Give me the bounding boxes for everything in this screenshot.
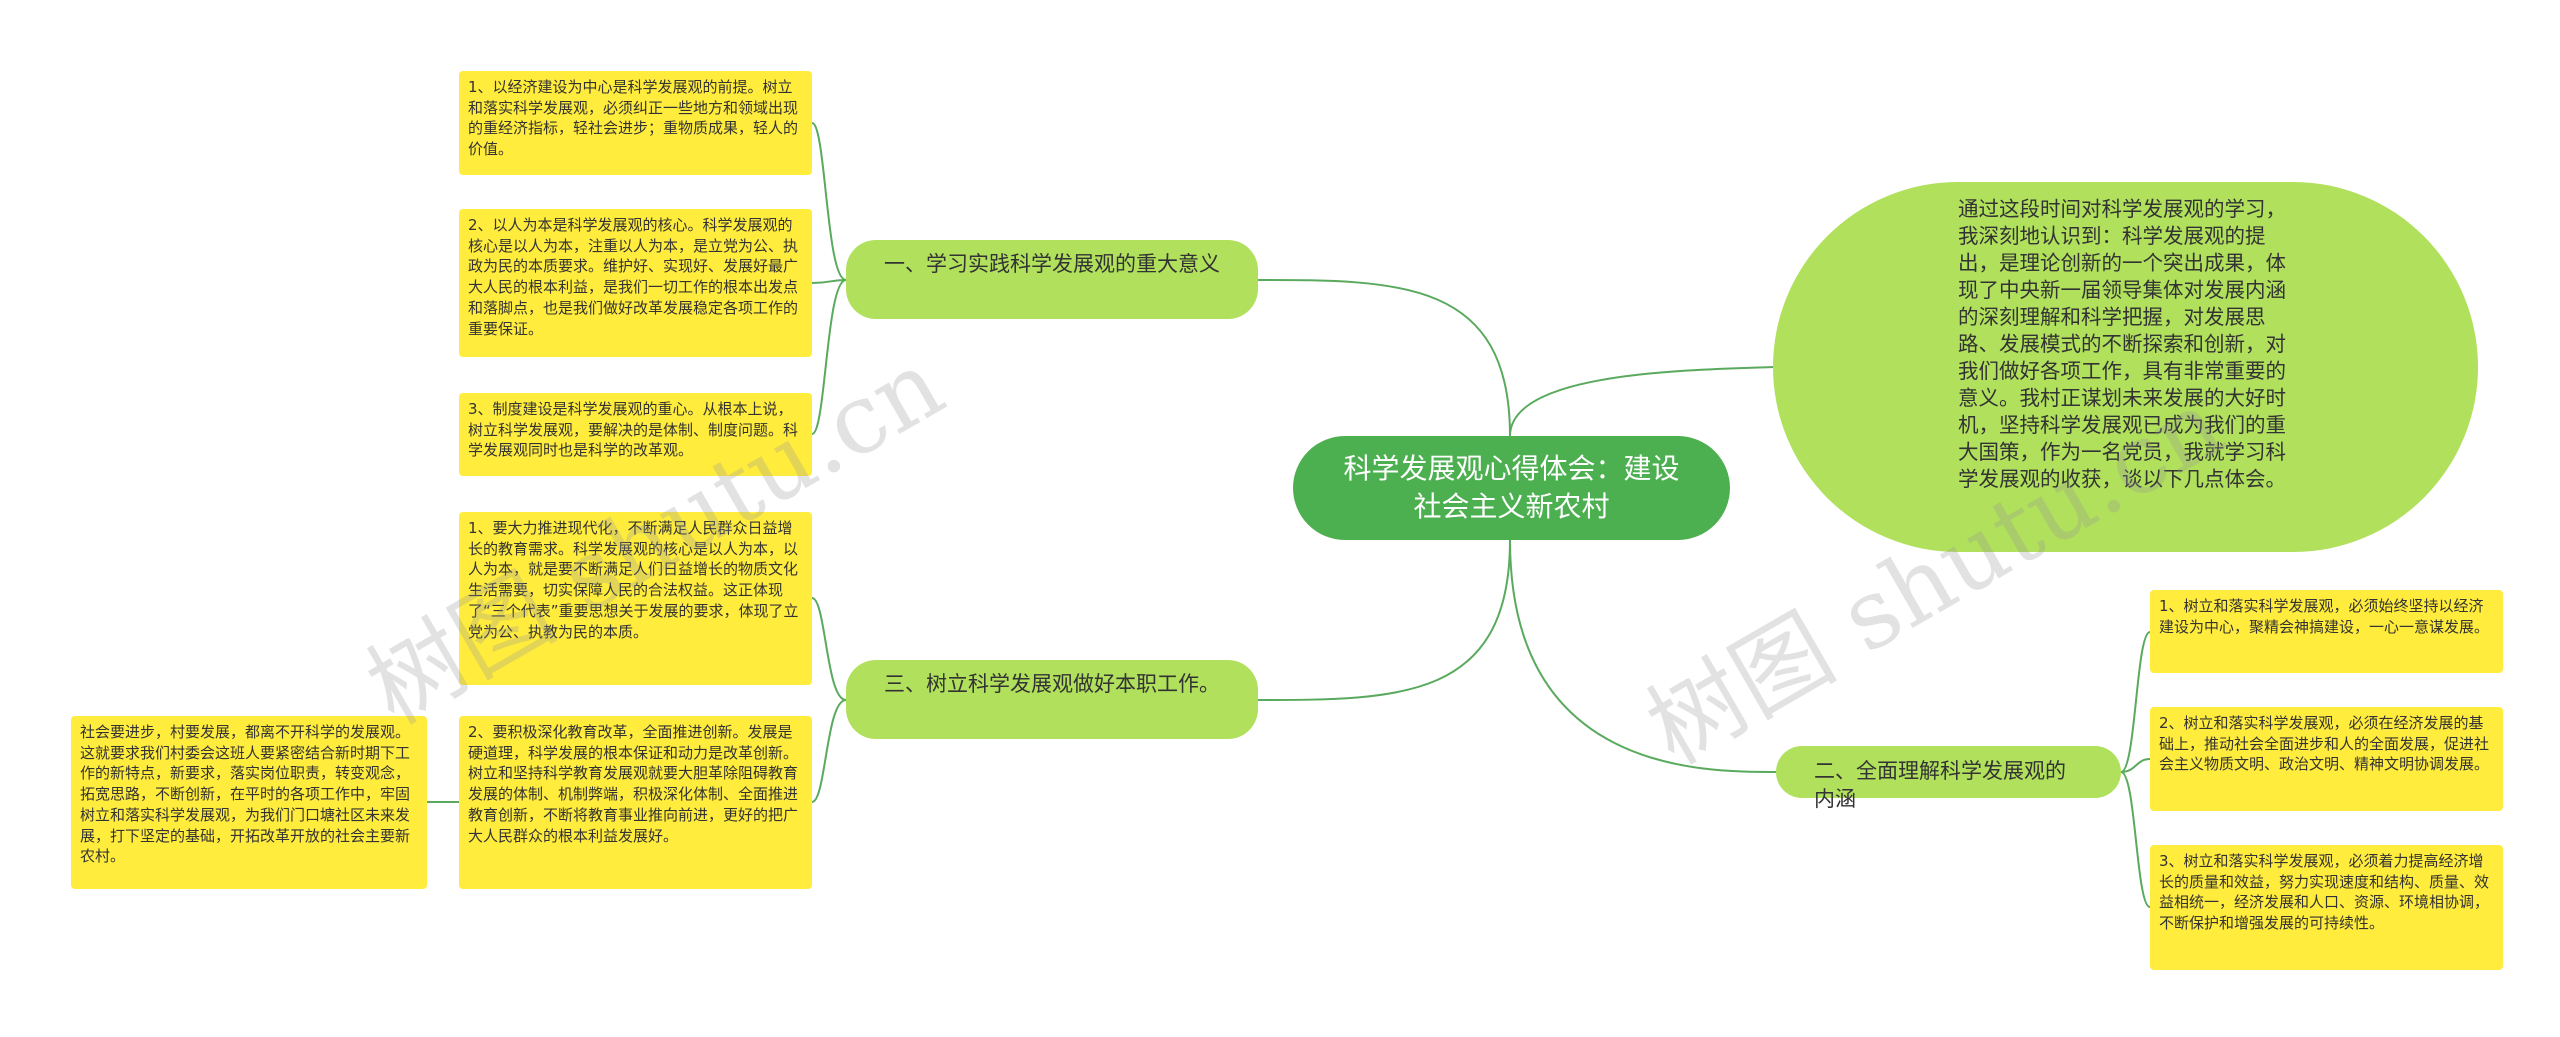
link-b3-leaf1: [811, 597, 847, 701]
leaf-text: 社会要进步，村要发展，都离不开科学的发展观。这就要求我们村委会这班人要紧密结合新…: [80, 723, 411, 866]
branch-2-leaf-1[interactable]: 1、树立和落实科学发展观，必须始终坚持以经济建设为中心，聚精会神搞建设，一心一意…: [2150, 590, 2503, 673]
leaf-text: 3、制度建设是科学发展观的重心。从根本上说，树立科学发展观，要解决的是体制、制度…: [468, 400, 799, 460]
branch-3-label: 三、树立科学发展观做好本职工作。: [884, 672, 1220, 696]
link-root-b3: [1257, 539, 1511, 701]
leaf-text: 1、要大力推进现代化，不断满足人民群众日益增长的教育需求。科学发展观的核心是以人…: [468, 519, 799, 641]
leaf-text: 1、树立和落实科学发展观，必须始终坚持以经济建设为中心，聚精会神搞建设，一心一意…: [2159, 597, 2490, 636]
leaf-text: 2、树立和落实科学发展观，必须在经济发展的基础上，推动社会全面进步和人的全面发展…: [2159, 714, 2490, 774]
link-b2-leaf1: [2120, 631, 2151, 773]
branch-3-leaf-2[interactable]: 2、要积极深化教育改革，全面推进创新。发展是硬道理，科学发展的根本保证和动力是改…: [459, 716, 812, 889]
branch-1-leaf-2[interactable]: 2、以人为本是科学发展观的核心。科学发展观的核心是以人为本，注重以人为本，是立党…: [459, 209, 812, 357]
leaf-text: 1、以经济建设为中心是科学发展观的前提。树立和落实科学发展观，必须纠正一些地方和…: [468, 78, 799, 159]
link-root-intro: [1509, 366, 1774, 437]
link-b1-leaf3: [811, 279, 847, 435]
link-root-b1: [1257, 279, 1511, 437]
branch-2-leaf-3[interactable]: 3、树立和落实科学发展观，必须着力提高经济增长的质量和效益，努力实现速度和结构、…: [2150, 845, 2503, 970]
branch-1-leaf-3[interactable]: 3、制度建设是科学发展观的重心。从根本上说，树立科学发展观，要解决的是体制、制度…: [459, 393, 812, 476]
intro-topic-text: 通过这段时间对科学发展观的学习，我深刻地认识到：科学发展观的提出，是理论创新的一…: [1958, 197, 2286, 491]
link-root-b2: [1509, 539, 1777, 773]
branch-2-leaf-2[interactable]: 2、树立和落实科学发展观，必须在经济发展的基础上，推动社会全面进步和人的全面发展…: [2150, 707, 2503, 811]
link-b2-leaf2: [2120, 758, 2151, 773]
branch-3-topic[interactable]: 三、树立科学发展观做好本职工作。: [846, 660, 1258, 739]
leaf-text: 2、要积极深化教育改革，全面推进创新。发展是硬道理，科学发展的根本保证和动力是改…: [468, 723, 799, 845]
link-b3-leaf2: [811, 699, 847, 803]
leaf-text: 3、树立和落实科学发展观，必须着力提高经济增长的质量和效益，努力实现速度和结构、…: [2159, 852, 2490, 933]
intro-topic[interactable]: 通过这段时间对科学发展观的学习，我深刻地认识到：科学发展观的提出，是理论创新的一…: [1773, 182, 2478, 552]
branch-1-topic[interactable]: 一、学习实践科学发展观的重大意义: [846, 240, 1258, 319]
branch-3-leaf-1[interactable]: 1、要大力推进现代化，不断满足人民群众日益增长的教育需求。科学发展观的核心是以人…: [459, 512, 812, 685]
link-b2-leaf3: [2120, 771, 2151, 908]
branch-1-label: 一、学习实践科学发展观的重大意义: [884, 252, 1220, 276]
branch-2-topic[interactable]: 二、全面理解科学发展观的内涵: [1776, 746, 2121, 811]
branch-2-label: 二、全面理解科学发展观的内涵: [1814, 759, 2066, 811]
leaf-text: 2、以人为本是科学发展观的核心。科学发展观的核心是以人为本，注重以人为本，是立党…: [468, 216, 799, 338]
branch-3-sub-leaf[interactable]: 社会要进步，村要发展，都离不开科学的发展观。这就要求我们村委会这班人要紧密结合新…: [71, 716, 427, 889]
root-topic-label: 科学发展观心得体会：建设社会主义新农村: [1343, 452, 1680, 523]
root-topic[interactable]: 科学发展观心得体会：建设社会主义新农村: [1293, 436, 1730, 540]
branch-1-leaf-1[interactable]: 1、以经济建设为中心是科学发展观的前提。树立和落实科学发展观，必须纠正一些地方和…: [459, 71, 812, 175]
link-b1-leaf1: [811, 122, 847, 281]
link-b1-leaf2: [811, 279, 847, 284]
